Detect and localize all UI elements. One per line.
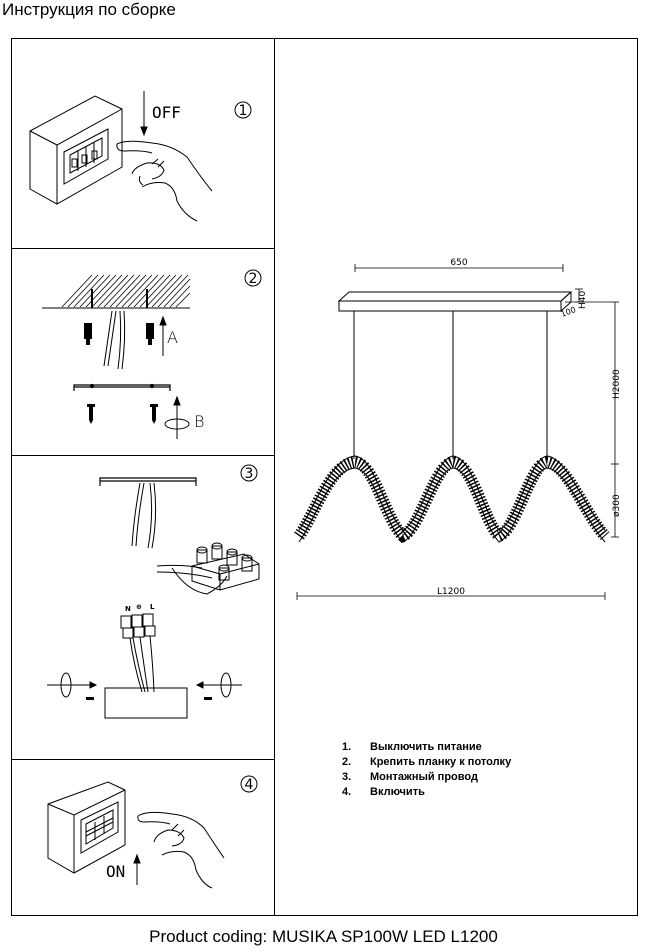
list-item: 3.Монтажный провод	[342, 771, 478, 783]
step-number: 1	[239, 103, 248, 119]
list-item: 4.Включить	[342, 786, 425, 798]
dimension-lines	[296, 264, 619, 600]
wire-labels: N ⊕ L	[125, 603, 155, 613]
up-arrow-icon	[133, 853, 141, 885]
dimension-diameter: ø300	[612, 494, 622, 517]
lamp-body-icon	[104, 687, 188, 719]
page-title: Инструкция по сборке	[2, 0, 176, 19]
label-b: B	[194, 412, 204, 431]
step-2-panel: A B 2	[42, 269, 262, 439]
step-number-badge	[240, 464, 258, 482]
mounting-bracket-icon	[73, 383, 171, 391]
mounting-bracket-icon	[99, 477, 197, 486]
down-arrow-icon	[140, 91, 148, 137]
rotate-arrow-icon	[47, 672, 242, 698]
step-number: 3	[245, 466, 254, 482]
crystal-wave-icon	[294, 455, 610, 544]
on-label: ON	[106, 862, 125, 881]
row-divider	[11, 759, 275, 760]
product-coding: Product coding: MUSIKA SP100W LED L1200	[149, 927, 498, 946]
step-number-badge	[234, 101, 252, 119]
dimension-width: 650	[450, 258, 467, 268]
hand-icon	[137, 811, 225, 889]
step-number-badge	[240, 775, 258, 793]
wire-icon	[131, 482, 157, 549]
list-item: 2.Крепить планку к потолку	[342, 756, 512, 768]
screw-icon	[86, 697, 212, 700]
off-label: OFF	[152, 103, 181, 122]
dimension-canopy-height: H40	[578, 291, 588, 309]
instruction-list: 1.Выключить питание 2.Крепить планку к п…	[342, 740, 511, 800]
wall-switch-icon	[47, 781, 126, 874]
row-divider	[11, 248, 275, 249]
row-divider	[11, 455, 275, 456]
up-arrow-icon	[159, 315, 167, 356]
wall-switch-icon	[29, 95, 123, 205]
rotate-arrow-icon	[164, 395, 190, 439]
label-a: A	[167, 328, 178, 347]
screw-icon	[87, 404, 158, 424]
column-divider	[274, 38, 275, 916]
dimension-cable: H2000	[612, 369, 622, 399]
suspension-cable-icon	[353, 311, 548, 459]
dimension-canopy-depth: 100	[560, 305, 577, 319]
hand-icon	[116, 140, 213, 222]
product-drawing: 650 L1200 H40 H2000 ø300 100	[294, 258, 622, 600]
wire-label: ⊕	[136, 603, 142, 611]
list-item: 1.Выключить питание	[342, 741, 482, 753]
step-4-panel: ON 4	[47, 775, 258, 889]
canopy-icon	[337, 291, 573, 312]
step-3-panel: N ⊕ L 3	[47, 464, 260, 719]
wire-label: N	[125, 605, 131, 613]
step-number: 4	[245, 777, 254, 793]
step-1-panel: OFF 1	[29, 91, 252, 222]
ceiling-icon	[42, 274, 191, 309]
terminal-block-icon	[156, 542, 260, 595]
wire-icon	[103, 310, 126, 370]
anchor-plug-icon	[84, 323, 154, 345]
connector-icon	[120, 613, 156, 693]
dimension-length: L1200	[437, 587, 465, 597]
instruction-frame	[11, 38, 638, 916]
step-number: 2	[249, 271, 258, 287]
wire-label: L	[150, 603, 155, 611]
step-number-badge	[244, 269, 262, 287]
